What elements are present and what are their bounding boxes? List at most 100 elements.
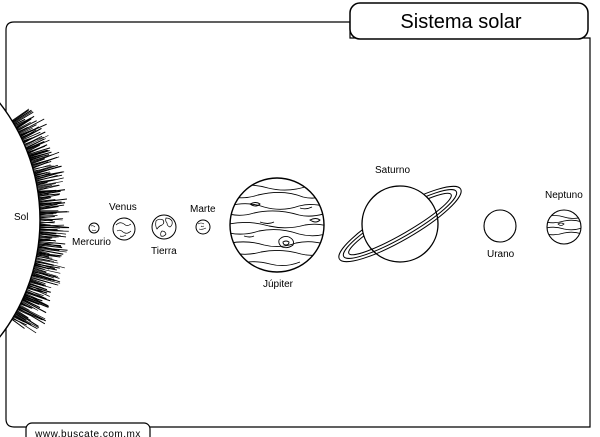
- sun-ray: [37, 248, 64, 255]
- sun-ray: [12, 318, 27, 326]
- sun-ray: [30, 156, 41, 161]
- sun-ray: [39, 231, 67, 235]
- sun-ray: [21, 301, 39, 311]
- sun-ray: [31, 151, 60, 164]
- sun-ray: [38, 243, 61, 247]
- sun-ray: [39, 203, 52, 206]
- sun-ray: [22, 299, 47, 314]
- sun-ray: [25, 138, 45, 149]
- uranus-label: Urano: [487, 249, 515, 260]
- sun-ray: [36, 257, 55, 262]
- sun-corona-rays: [11, 108, 70, 334]
- sun-ray: [39, 199, 56, 202]
- sun-ray: [21, 127, 42, 140]
- sun-ray: [23, 136, 36, 144]
- sun-ray: [22, 131, 41, 141]
- sun-ray: [39, 221, 56, 224]
- sun-ray: [18, 306, 37, 317]
- sun-ray: [13, 111, 34, 125]
- sun-ray: [33, 164, 51, 171]
- sun-ray: [13, 110, 33, 124]
- sun-ray: [28, 149, 49, 157]
- sun-ray: [39, 202, 66, 207]
- sun-ray: [32, 161, 49, 169]
- sun-ray: [14, 314, 40, 329]
- sun-ray: [27, 286, 48, 294]
- sun-ray: [23, 297, 49, 308]
- mars-label: Marte: [190, 204, 216, 215]
- sun-ray: [11, 108, 30, 121]
- sun-ray: [37, 248, 67, 253]
- sun-ray: [39, 231, 57, 235]
- sun-ray: [37, 184, 59, 189]
- sun-ray: [35, 258, 50, 262]
- sun-ray: [24, 135, 43, 146]
- sun-ray: [17, 124, 29, 132]
- sun-ray: [24, 294, 43, 302]
- sun-ray: [36, 253, 61, 258]
- sun-ray: [36, 181, 48, 186]
- sun-ray: [27, 287, 42, 293]
- sun-ray: [16, 118, 32, 130]
- sun-ray: [37, 183, 56, 188]
- sun-ray: [33, 267, 47, 273]
- footer-url-box: www.buscate.com.mx: [25, 422, 151, 437]
- sun-ray: [12, 109, 32, 123]
- sun-ray: [19, 304, 30, 311]
- sun-ray: [36, 255, 58, 262]
- sun-ray: [30, 277, 59, 286]
- sun-ray: [15, 311, 39, 328]
- sun-ray: [21, 129, 37, 139]
- sun-ray: [37, 185, 52, 189]
- sun-ray: [34, 166, 60, 175]
- sun-ray: [39, 198, 67, 203]
- sun-ray: [39, 211, 68, 214]
- sun-ray: [31, 274, 55, 282]
- sun-ray: [35, 172, 51, 179]
- sun-ray: [33, 267, 61, 274]
- sun-ray: [16, 310, 29, 319]
- sun-ray: [18, 124, 37, 134]
- sun-ray: [13, 316, 25, 323]
- sun-ray: [35, 173, 57, 181]
- sun-ray: [25, 135, 49, 147]
- sun-ray: [37, 187, 48, 190]
- outer-frame: [5, 21, 591, 428]
- sun-ray: [38, 197, 52, 201]
- sun-ray: [32, 271, 57, 278]
- sun-ray: [33, 165, 54, 173]
- sun-ray: [28, 285, 51, 293]
- sun-ray: [19, 305, 46, 320]
- sun-ray: [25, 292, 51, 302]
- sun-ray: [16, 121, 31, 130]
- sun-ray: [32, 156, 60, 167]
- sun-ray: [39, 201, 62, 205]
- sun-label: Sol: [14, 212, 28, 223]
- page-title: Sistema solar: [400, 11, 521, 33]
- sun-ray: [14, 313, 27, 321]
- sun-ray: [26, 289, 44, 297]
- sun-ray: [37, 252, 62, 257]
- neptune-label: Neptuno: [545, 190, 583, 201]
- sun-ray: [27, 144, 41, 153]
- sun-ray: [38, 189, 66, 194]
- mercury: Mercurio: [72, 222, 111, 248]
- sun-ray: [39, 218, 64, 221]
- sun-ray: [39, 223, 51, 226]
- sun-ray: [32, 273, 55, 281]
- sun-ray: [33, 164, 58, 174]
- sun-ray: [39, 233, 67, 238]
- sun-ray: [37, 184, 60, 191]
- sun-ray: [16, 311, 31, 321]
- uranus: Urano: [483, 209, 517, 260]
- sun-ray: [38, 244, 63, 249]
- sun-ray: [31, 158, 45, 165]
- sun-ray: [22, 298, 41, 309]
- sun-ray: [14, 118, 26, 126]
- sun-ray: [36, 181, 63, 187]
- sun-ray: [26, 144, 39, 152]
- sun-ray: [22, 297, 40, 305]
- sun-ray: [37, 189, 57, 192]
- sun-ray: [39, 230, 69, 232]
